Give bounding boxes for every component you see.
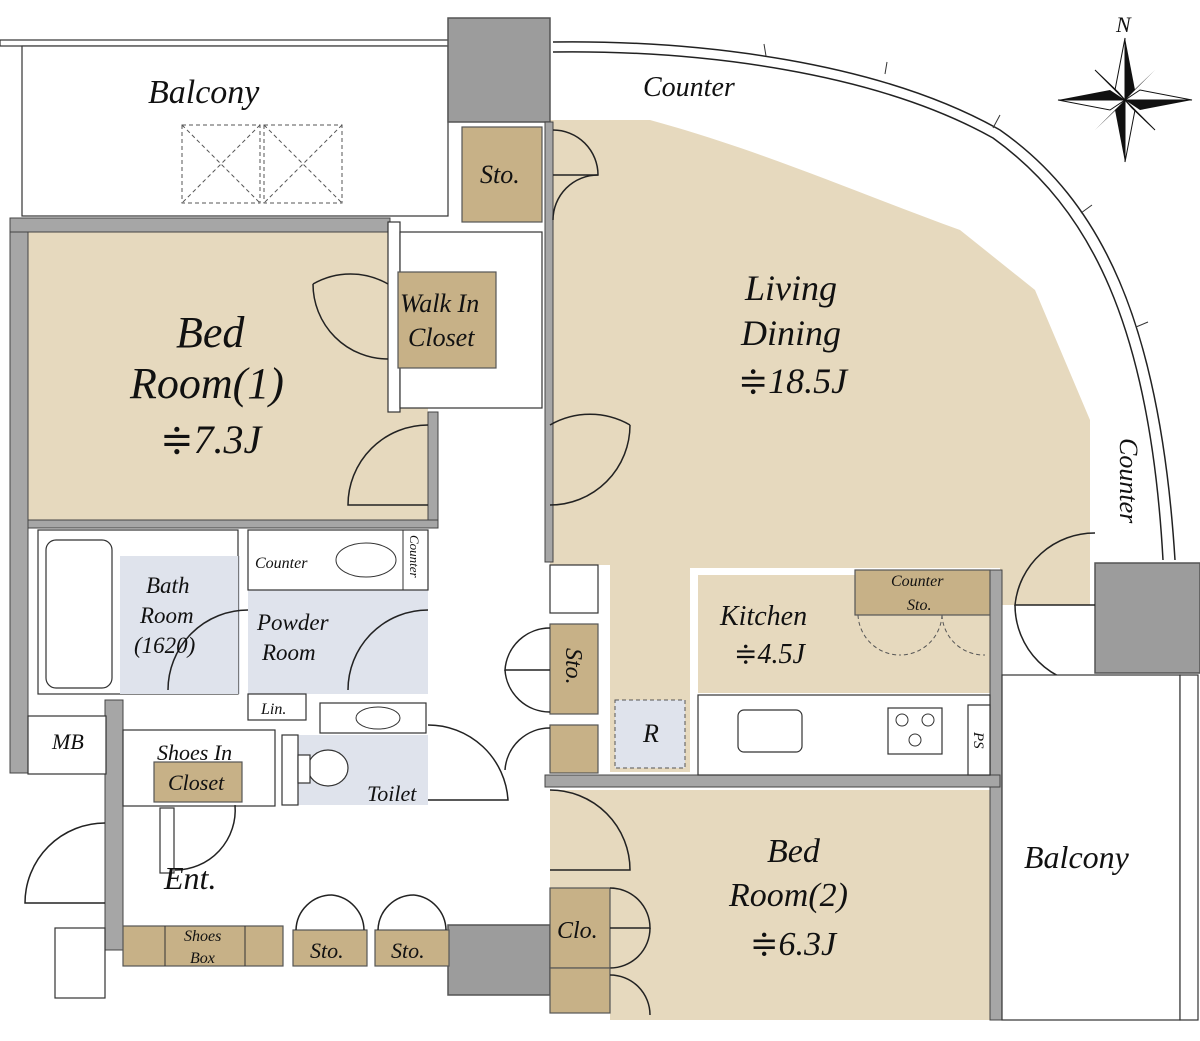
kitchen-label: Kitchen <box>719 601 807 632</box>
ent-label: Ent. <box>163 860 216 896</box>
bed1-area-label: ≑7.3J <box>160 417 264 462</box>
shoes-box-label-1: Shoes <box>184 928 221 945</box>
shoes-in-label-2: Closet <box>168 770 225 795</box>
counter-sto-label-2: Sto. <box>907 597 931 614</box>
fridge <box>614 699 686 769</box>
bed2-label-1: Bed <box>767 833 821 870</box>
bedroom2-floor <box>550 790 995 1020</box>
living-area-label: ≑18.5J <box>738 361 849 401</box>
bathtub <box>45 539 113 689</box>
counter-side-label: Counter <box>407 535 422 579</box>
bed2-label-2: Room(2) <box>728 877 848 914</box>
shoes-box <box>122 925 284 967</box>
sto-top-label: Sto. <box>480 160 520 189</box>
storage-ent-2 <box>374 929 450 967</box>
powder-floor <box>248 590 428 694</box>
toilet-bowl <box>307 749 349 787</box>
living-dining-floor <box>550 120 1090 772</box>
bed1-label-1: Bed <box>176 308 245 357</box>
walk-in-closet-box <box>397 271 497 369</box>
shoes-in-label-1: Shoes In <box>157 740 232 765</box>
balcony-top <box>0 39 451 217</box>
compass <box>1057 37 1193 163</box>
storage-ent-1 <box>292 929 368 967</box>
counter-right-label: Counter <box>1114 438 1143 524</box>
living-label-1: Living <box>744 268 837 308</box>
toilet-label: Toilet <box>367 781 417 806</box>
kitchen-sink <box>737 709 803 753</box>
walk-in-label-1: Walk In <box>400 289 479 318</box>
storage-hall <box>549 623 599 715</box>
compass-n-label: N <box>1115 12 1132 37</box>
bath-label-3: (1620) <box>134 633 195 658</box>
curved-window <box>552 41 1176 561</box>
fridge-label: R <box>642 719 659 748</box>
lin-label: Lin. <box>260 701 286 718</box>
bath-label-1: Bath <box>146 573 189 598</box>
balcony-top-label: Balcony <box>148 74 260 111</box>
counter-top-label: Counter <box>643 72 735 103</box>
kitchen-stove <box>887 707 943 755</box>
balcony-right-label: Balcony <box>1024 839 1130 875</box>
ps-label: PS <box>970 731 986 749</box>
living-label-2: Dining <box>740 313 841 353</box>
bath-label-2: Room <box>139 603 194 628</box>
walk-in-label-2: Closet <box>408 323 475 352</box>
counter-sto-label-1: Counter <box>891 573 944 590</box>
mb-label: MB <box>51 729 84 754</box>
shoes-box-label-2: Box <box>190 950 215 967</box>
clo-label: Clo. <box>557 918 598 944</box>
powder-label-2: Room <box>261 640 316 665</box>
storage-top <box>461 126 543 223</box>
kitchen-area-label: ≑4.5J <box>734 639 806 670</box>
sto-hall-label: Sto. <box>560 648 586 685</box>
sto-ent-label-1: Sto. <box>310 938 344 963</box>
counter-powder-label: Counter <box>255 555 308 572</box>
sto-ent-label-2: Sto. <box>391 938 425 963</box>
bed2-area-label: ≑6.3J <box>750 926 838 963</box>
mb-box <box>27 715 107 775</box>
counter-storage <box>854 569 991 616</box>
shoes-in-closet-box <box>153 761 243 803</box>
bedroom1-floor <box>28 232 428 520</box>
walls <box>9 17 1200 1021</box>
powder-label-1: Powder <box>256 610 330 635</box>
bed1-label-2: Room(1) <box>129 359 284 408</box>
